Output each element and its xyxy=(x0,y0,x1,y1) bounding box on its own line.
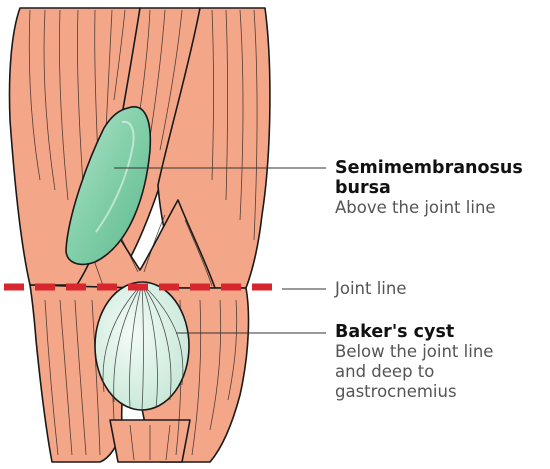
bakers-cyst-label: Baker's cyst Below the joint line and de… xyxy=(335,322,545,402)
semimembranosus-bursa-label: Semimembranosus bursa Above the joint li… xyxy=(335,158,545,218)
bakers-cyst-title: Baker's cyst xyxy=(335,322,545,342)
semimembranosus-bursa-title: Semimembranosus bursa xyxy=(335,158,545,198)
joint-line-label: Joint line xyxy=(335,279,535,299)
joint-line-text: Joint line xyxy=(335,279,535,299)
bakers-cyst xyxy=(95,282,189,410)
semimembranosus-bursa-description: Above the joint line xyxy=(335,198,545,218)
bakers-cyst-description: Below the joint line and deep to gastroc… xyxy=(335,342,545,402)
